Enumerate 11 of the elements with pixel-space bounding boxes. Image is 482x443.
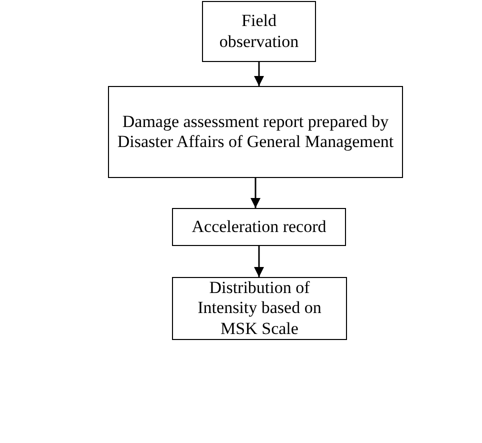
box-text: Damage assessment report prepared by Disaster Affairs of General Management	[117, 112, 394, 152]
box-text: Distribution of Intensity based on MSK Scale	[196, 278, 322, 340]
box-text: Field observation	[218, 11, 300, 52]
arrow	[254, 246, 264, 277]
process-box	[172, 277, 347, 340]
arrow	[250, 178, 260, 208]
process-box	[108, 86, 403, 178]
arrow	[254, 62, 264, 86]
process-box	[202, 1, 316, 62]
process-box	[172, 208, 346, 246]
box-text: Acceleration record	[192, 216, 326, 238]
